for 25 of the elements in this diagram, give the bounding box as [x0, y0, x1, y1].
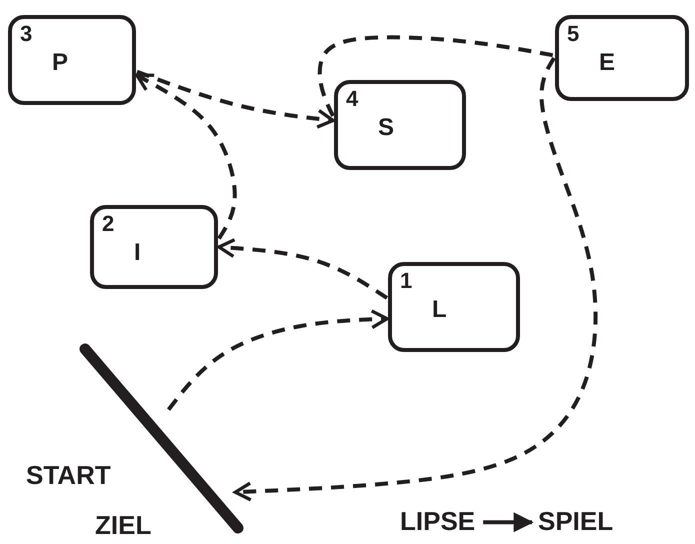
letter-box [388, 262, 520, 352]
letter: P [52, 51, 68, 75]
letter-box [90, 205, 218, 289]
letter-box [555, 15, 689, 101]
line-label: START [26, 462, 111, 488]
step-number: 1 [400, 270, 412, 292]
step-number: 5 [567, 23, 580, 45]
letter: I [134, 241, 141, 265]
letter-box [8, 15, 136, 105]
letter-box [334, 80, 466, 170]
step-number: 4 [346, 88, 358, 110]
arrow [483, 512, 534, 532]
letter: E [599, 51, 616, 75]
step-number: 3 [20, 23, 32, 45]
dashed-arrow [166, 309, 389, 411]
letter: S [378, 116, 394, 140]
dashed-arrow [234, 56, 598, 502]
line-label: ZIEL [95, 512, 152, 538]
step-number: 2 [102, 213, 114, 235]
letter: L [432, 298, 447, 322]
dashed-arrow [136, 70, 335, 129]
dashed-arrow [217, 238, 388, 300]
dashed-arrow [135, 74, 237, 240]
word-label: LIPSE [400, 508, 476, 534]
word-label: SPIEL [538, 508, 614, 534]
